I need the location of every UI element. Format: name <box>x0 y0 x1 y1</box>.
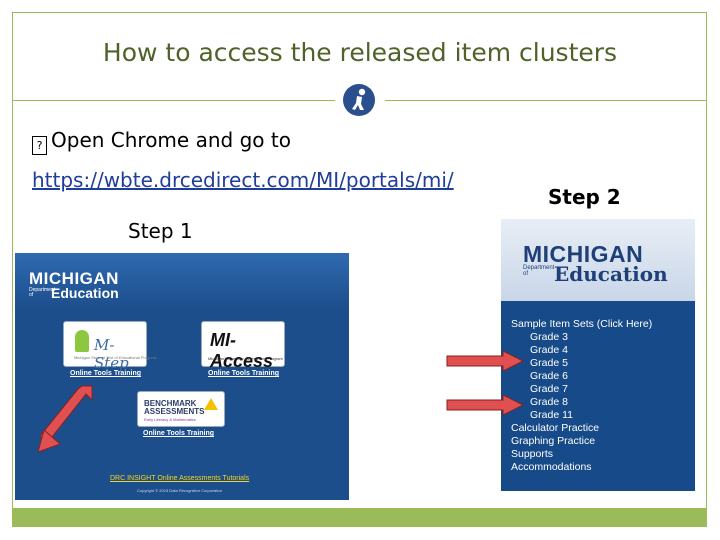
portal-logo-dept: Department of <box>29 287 56 298</box>
sample-menu-item[interactable]: Calculator Practice <box>511 422 600 434</box>
benchmark-training-link[interactable]: Online Tools Training <box>143 430 215 437</box>
mstep-name: M-Step <box>94 336 129 372</box>
mi-access-card[interactable]: MI-Access Michigan's Alternate Assessmen… <box>201 321 285 371</box>
sample-items-screenshot: MICHIGAN Department of Education Sample … <box>501 219 695 491</box>
benchmark-triangle-icon <box>204 398 218 410</box>
mstep-subtitle: Michigan Student Test of Educational Pro… <box>74 355 157 360</box>
sample-menu-header[interactable]: Sample Item Sets (Click Here) <box>511 318 653 330</box>
sample-menu-item[interactable]: Grade 8 <box>530 396 568 408</box>
title-divider-right <box>385 100 707 101</box>
sample-menu-item[interactable]: Grade 5 <box>530 357 568 369</box>
sample-menu-item[interactable]: Grade 11 <box>530 409 573 421</box>
portal-copyright: Copyright © 2015 Data Recognition Corpor… <box>137 488 222 493</box>
portal-logo-education: Education <box>51 285 119 301</box>
benchmark-line1: BENCHMARK <box>144 399 197 408</box>
sample-logo-michigan: MICHIGAN <box>523 241 644 267</box>
benchmark-line2: ASSESSMENTS <box>144 407 205 416</box>
mstep-training-link[interactable]: Online Tools Training <box>70 370 142 377</box>
footer-bar <box>12 508 707 527</box>
title-divider-left <box>12 100 335 101</box>
portal-link[interactable]: https://wbte.drcedirect.com/MI/portals/m… <box>32 168 454 192</box>
sample-menu-item[interactable]: Grade 6 <box>530 370 568 382</box>
bullet-glyph: ? <box>32 136 47 155</box>
sample-header: MICHIGAN Department of Education <box>501 219 695 301</box>
sample-menu-item[interactable]: Supports <box>511 448 554 460</box>
portal-screenshot: MICHIGAN Department of Education M-Step … <box>15 253 349 500</box>
portal-header: MICHIGAN Department of Education <box>15 253 349 309</box>
sample-logo-education: Education <box>554 262 668 286</box>
grade4-arrow-icon <box>446 350 525 372</box>
mi-access-training-link[interactable]: Online Tools Training <box>208 370 280 377</box>
mstep-logo-icon <box>75 330 89 352</box>
sample-menu-item[interactable]: Graphing Practice <box>511 435 596 447</box>
benchmark-subtitle: Early Literacy & Mathematics <box>144 417 196 422</box>
step1-arrow-icon <box>37 385 93 453</box>
mi-access-subtitle: Michigan's Alternate Assessment Program <box>208 356 283 361</box>
sample-menu-item[interactable]: Grade 7 <box>530 383 568 395</box>
portal-logo-michigan: MICHIGAN <box>29 269 119 288</box>
step2-label: Step 2 <box>548 185 621 209</box>
mstep-card[interactable]: M-Step Michigan Student Test of Educatio… <box>63 321 157 372</box>
sample-menu-item[interactable]: Grade 3 <box>530 331 568 343</box>
slide-logo-icon <box>343 84 375 116</box>
instruction-text: ?Open Chrome and go to <box>32 128 291 155</box>
step1-label: Step 1 <box>128 219 193 243</box>
instruction-label: Open Chrome and go to <box>51 128 291 152</box>
tutorials-link[interactable]: DRC INSIGHT Online Assessments Tutorials <box>110 475 250 482</box>
sample-menu-item[interactable]: Grade 4 <box>530 344 568 356</box>
sample-menu-item[interactable]: Accommodations <box>511 461 592 473</box>
mi-access-name: MI-Access <box>210 330 274 371</box>
slide-title: How to access the released item clusters <box>102 38 618 67</box>
grade8-arrow-icon <box>446 394 525 416</box>
sample-logo-dept: Department of <box>523 265 555 277</box>
